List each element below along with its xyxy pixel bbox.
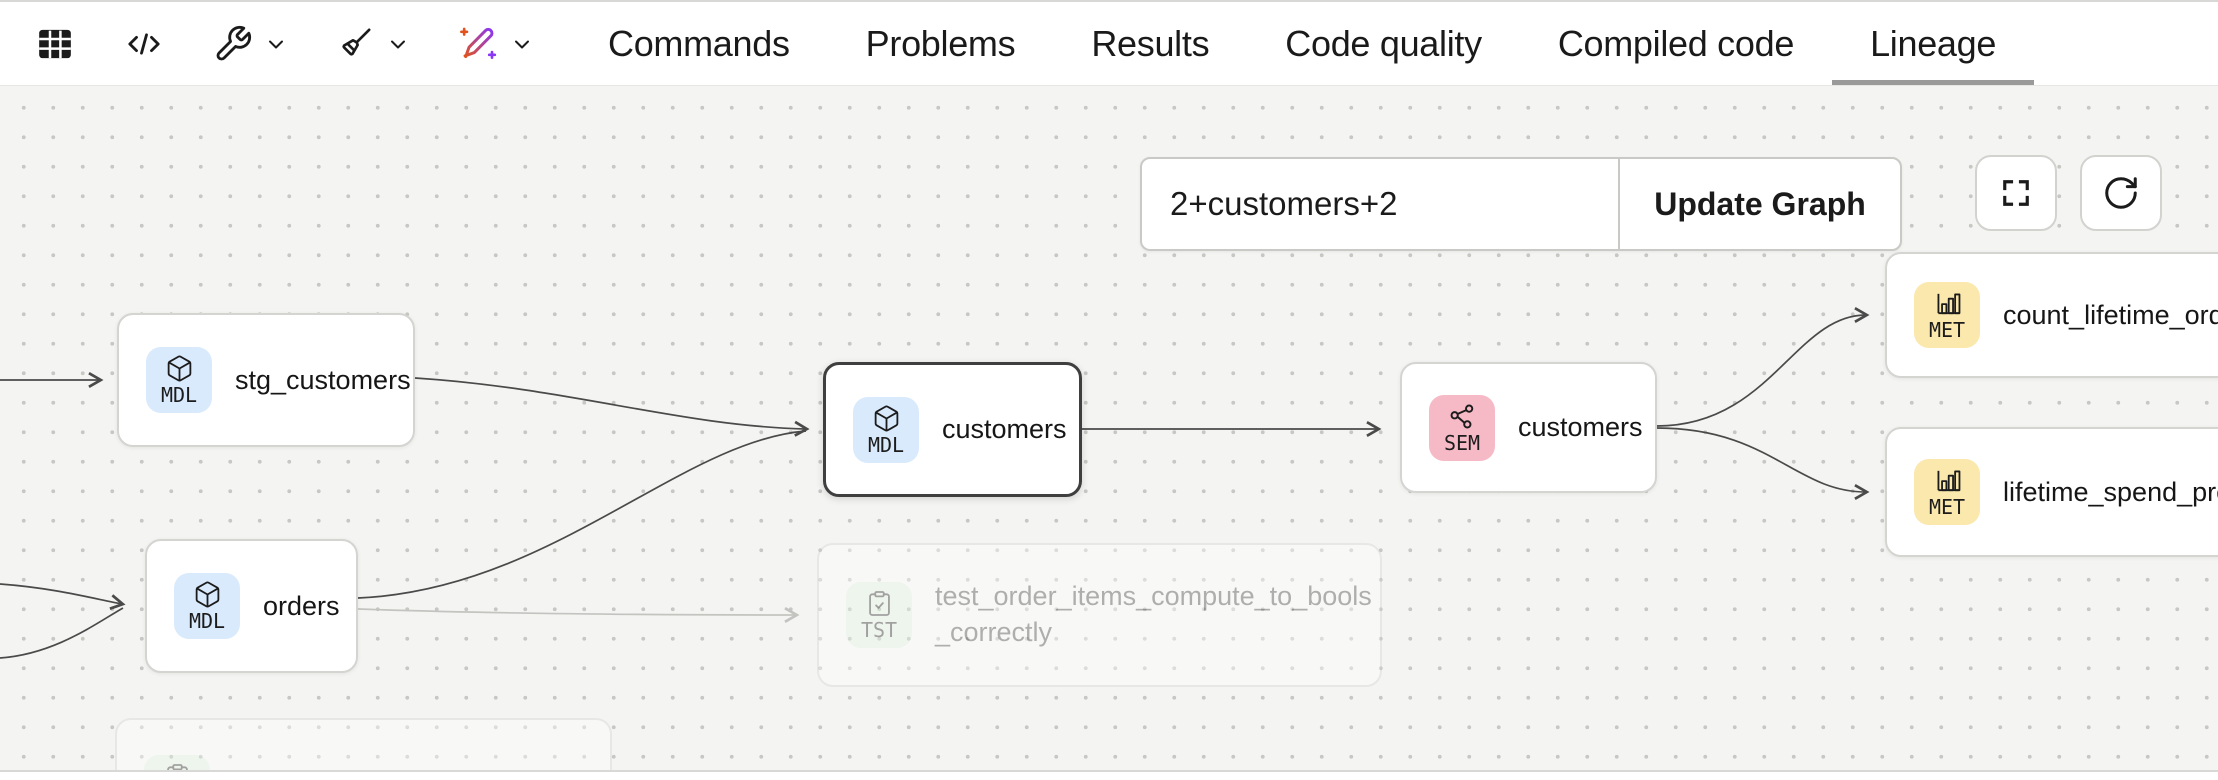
refresh-icon — [2105, 177, 2137, 209]
badge-label: MDL — [188, 609, 226, 633]
model-type-badge: MDL — [174, 573, 240, 639]
refresh-button[interactable] — [2080, 155, 2162, 231]
lineage-node-orders[interactable]: MDL orders — [145, 539, 358, 673]
lineage-node-stg-customers[interactable]: MDL stg_customers — [117, 313, 415, 447]
code-icon — [128, 32, 160, 55]
cube-icon — [195, 581, 219, 608]
bar-chart-icon — [1937, 470, 1960, 492]
lineage-node-partial-test[interactable]: TST — [115, 718, 612, 770]
tab-results[interactable]: Results — [1091, 22, 1210, 64]
broom-icon — [342, 28, 371, 55]
metric-type-badge: MET — [1914, 282, 1980, 348]
clean-tools-dropdown[interactable] — [334, 24, 410, 64]
lineage-node-test-order-items[interactable]: TST test_order_items_compute_to_bools_co… — [817, 543, 1382, 687]
bar-chart-icon — [1937, 293, 1960, 315]
chevron-down-icon — [391, 40, 405, 48]
badge-label: TST — [860, 618, 898, 642]
badge-label: MDL — [867, 432, 905, 457]
clipboard-check-icon — [166, 764, 188, 770]
fullscreen-button[interactable] — [1975, 155, 2057, 231]
toolbar-icon-group — [34, 2, 534, 85]
lineage-edges — [0, 86, 2218, 659]
node-label: count_lifetime_orders — [2003, 299, 2218, 330]
tab-code-quality[interactable]: Code quality — [1285, 22, 1482, 64]
metric-type-badge: MET — [1914, 459, 1980, 525]
lineage-canvas[interactable]: MDL stg_customers MDL orders MDL — [0, 86, 2218, 770]
table-button[interactable] — [34, 24, 76, 64]
share-nodes-icon — [1450, 404, 1473, 428]
node-label: test_order_items_compute_to_bools_correc… — [935, 581, 1372, 647]
build-tools-dropdown[interactable] — [212, 24, 288, 64]
panel-bottom-edge — [0, 770, 2218, 780]
badge-label: SEM — [1443, 430, 1481, 455]
tab-commands[interactable]: Commands — [608, 22, 790, 64]
fullscreen-icon — [2003, 180, 2029, 206]
ai-tools-dropdown[interactable] — [456, 23, 534, 65]
tab-lineage[interactable]: Lineage — [1832, 2, 2035, 85]
node-label: orders — [263, 590, 340, 621]
badge-label: MDL — [160, 383, 198, 407]
test-type-badge: TST — [144, 755, 210, 770]
badge-label: MET — [1928, 318, 1966, 342]
clipboard-check-icon — [868, 591, 890, 616]
table-icon — [39, 29, 71, 58]
lineage-node-lifetime-spend-pretax[interactable]: MET lifetime_spend_pretax — [1885, 427, 2218, 557]
update-graph-button[interactable]: Update Graph — [1620, 159, 1900, 249]
chevron-down-icon — [515, 40, 529, 48]
graph-selector-bar: 2+customers+2 Update Graph — [1140, 157, 1902, 251]
panel-header: Commands Problems Results Code quality C… — [0, 0, 2218, 86]
node-label: stg_customers — [235, 364, 411, 395]
semantic-type-badge: SEM — [1429, 394, 1495, 461]
tab-compiled-code[interactable]: Compiled code — [1557, 22, 1795, 64]
magic-pencil-icon — [460, 27, 497, 59]
cube-icon — [874, 405, 898, 431]
divider — [1618, 159, 1620, 249]
wrench-icon — [216, 25, 252, 60]
badge-label: MET — [1928, 495, 1966, 519]
model-type-badge: MDL — [146, 347, 212, 413]
test-type-badge: TST — [846, 582, 912, 648]
chevron-down-icon — [269, 40, 283, 48]
node-label: customers — [942, 414, 1067, 444]
tab-problems[interactable]: Problems — [865, 22, 1016, 64]
lineage-node-customers-model[interactable]: MDL customers — [823, 362, 1082, 497]
cube-icon — [167, 355, 191, 382]
code-button[interactable] — [122, 24, 166, 64]
lineage-node-count-lifetime-orders[interactable]: MET count_lifetime_orders — [1885, 252, 2218, 378]
lineage-node-customers-semantic[interactable]: SEM customers — [1400, 362, 1657, 493]
model-type-badge: MDL — [853, 396, 919, 463]
model-selector-input[interactable]: 2+customers+2 — [1170, 185, 1398, 222]
node-label: lifetime_spend_pretax — [2003, 476, 2218, 507]
node-label: customers — [1518, 412, 1643, 442]
panel-tabs: Commands Problems Results Code quality C… — [570, 2, 2035, 85]
